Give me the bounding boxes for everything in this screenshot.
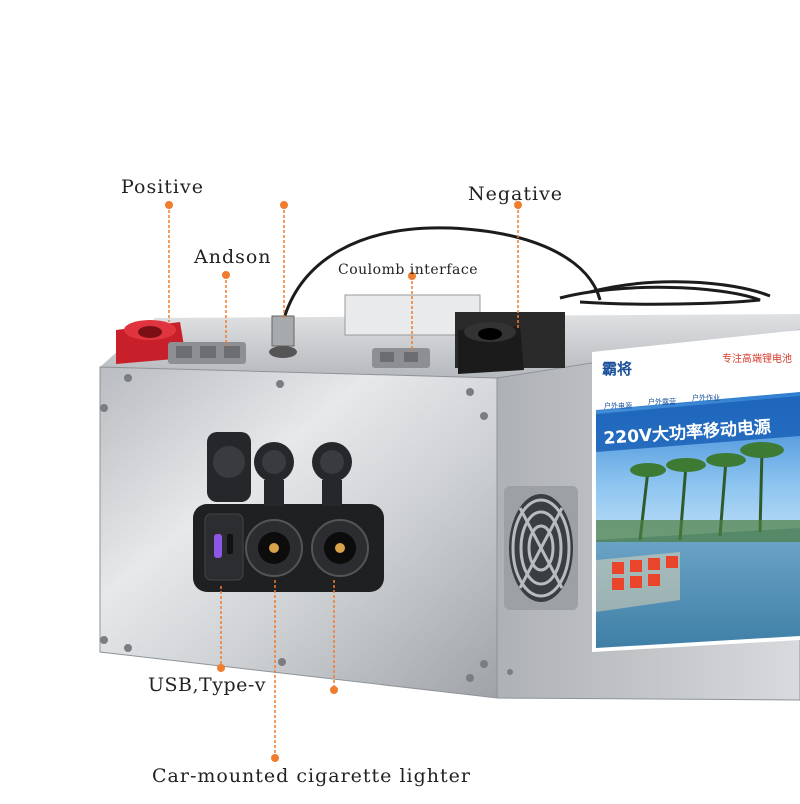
callout-andson: Andson bbox=[194, 246, 272, 268]
front-port-plate bbox=[193, 504, 384, 592]
callout-dots bbox=[165, 201, 522, 762]
panel-tag-left: 户外电源 bbox=[604, 401, 632, 410]
panel-slogan: 专注高端锂电池 bbox=[722, 352, 792, 365]
cigarette-socket-icon bbox=[245, 519, 369, 577]
panel-brand: 霸将 bbox=[602, 360, 632, 378]
negative-terminal-icon bbox=[458, 322, 524, 374]
side-label-panel bbox=[592, 330, 800, 652]
anderson-connector bbox=[168, 342, 246, 364]
callout-positive: Positive bbox=[121, 176, 204, 198]
port-caps bbox=[207, 432, 352, 506]
callout-negative: Negative bbox=[468, 183, 564, 205]
fan-grille-icon bbox=[504, 486, 578, 610]
panel-tag-right: 户外作业 bbox=[692, 393, 720, 402]
coulomb-cable bbox=[281, 226, 771, 323]
coulomb-connector bbox=[372, 348, 430, 368]
callout-coulomb: Coulomb interface bbox=[338, 262, 479, 278]
aviation-plug bbox=[269, 315, 297, 358]
panel-tag-mid: 户外露营 bbox=[648, 397, 676, 406]
callout-usb: USB,Type-v bbox=[148, 674, 266, 696]
callout-leaders bbox=[168, 205, 519, 758]
callout-car-lighter: Car-mounted cigarette lighter bbox=[152, 765, 471, 787]
usb-port-icon bbox=[204, 513, 244, 581]
